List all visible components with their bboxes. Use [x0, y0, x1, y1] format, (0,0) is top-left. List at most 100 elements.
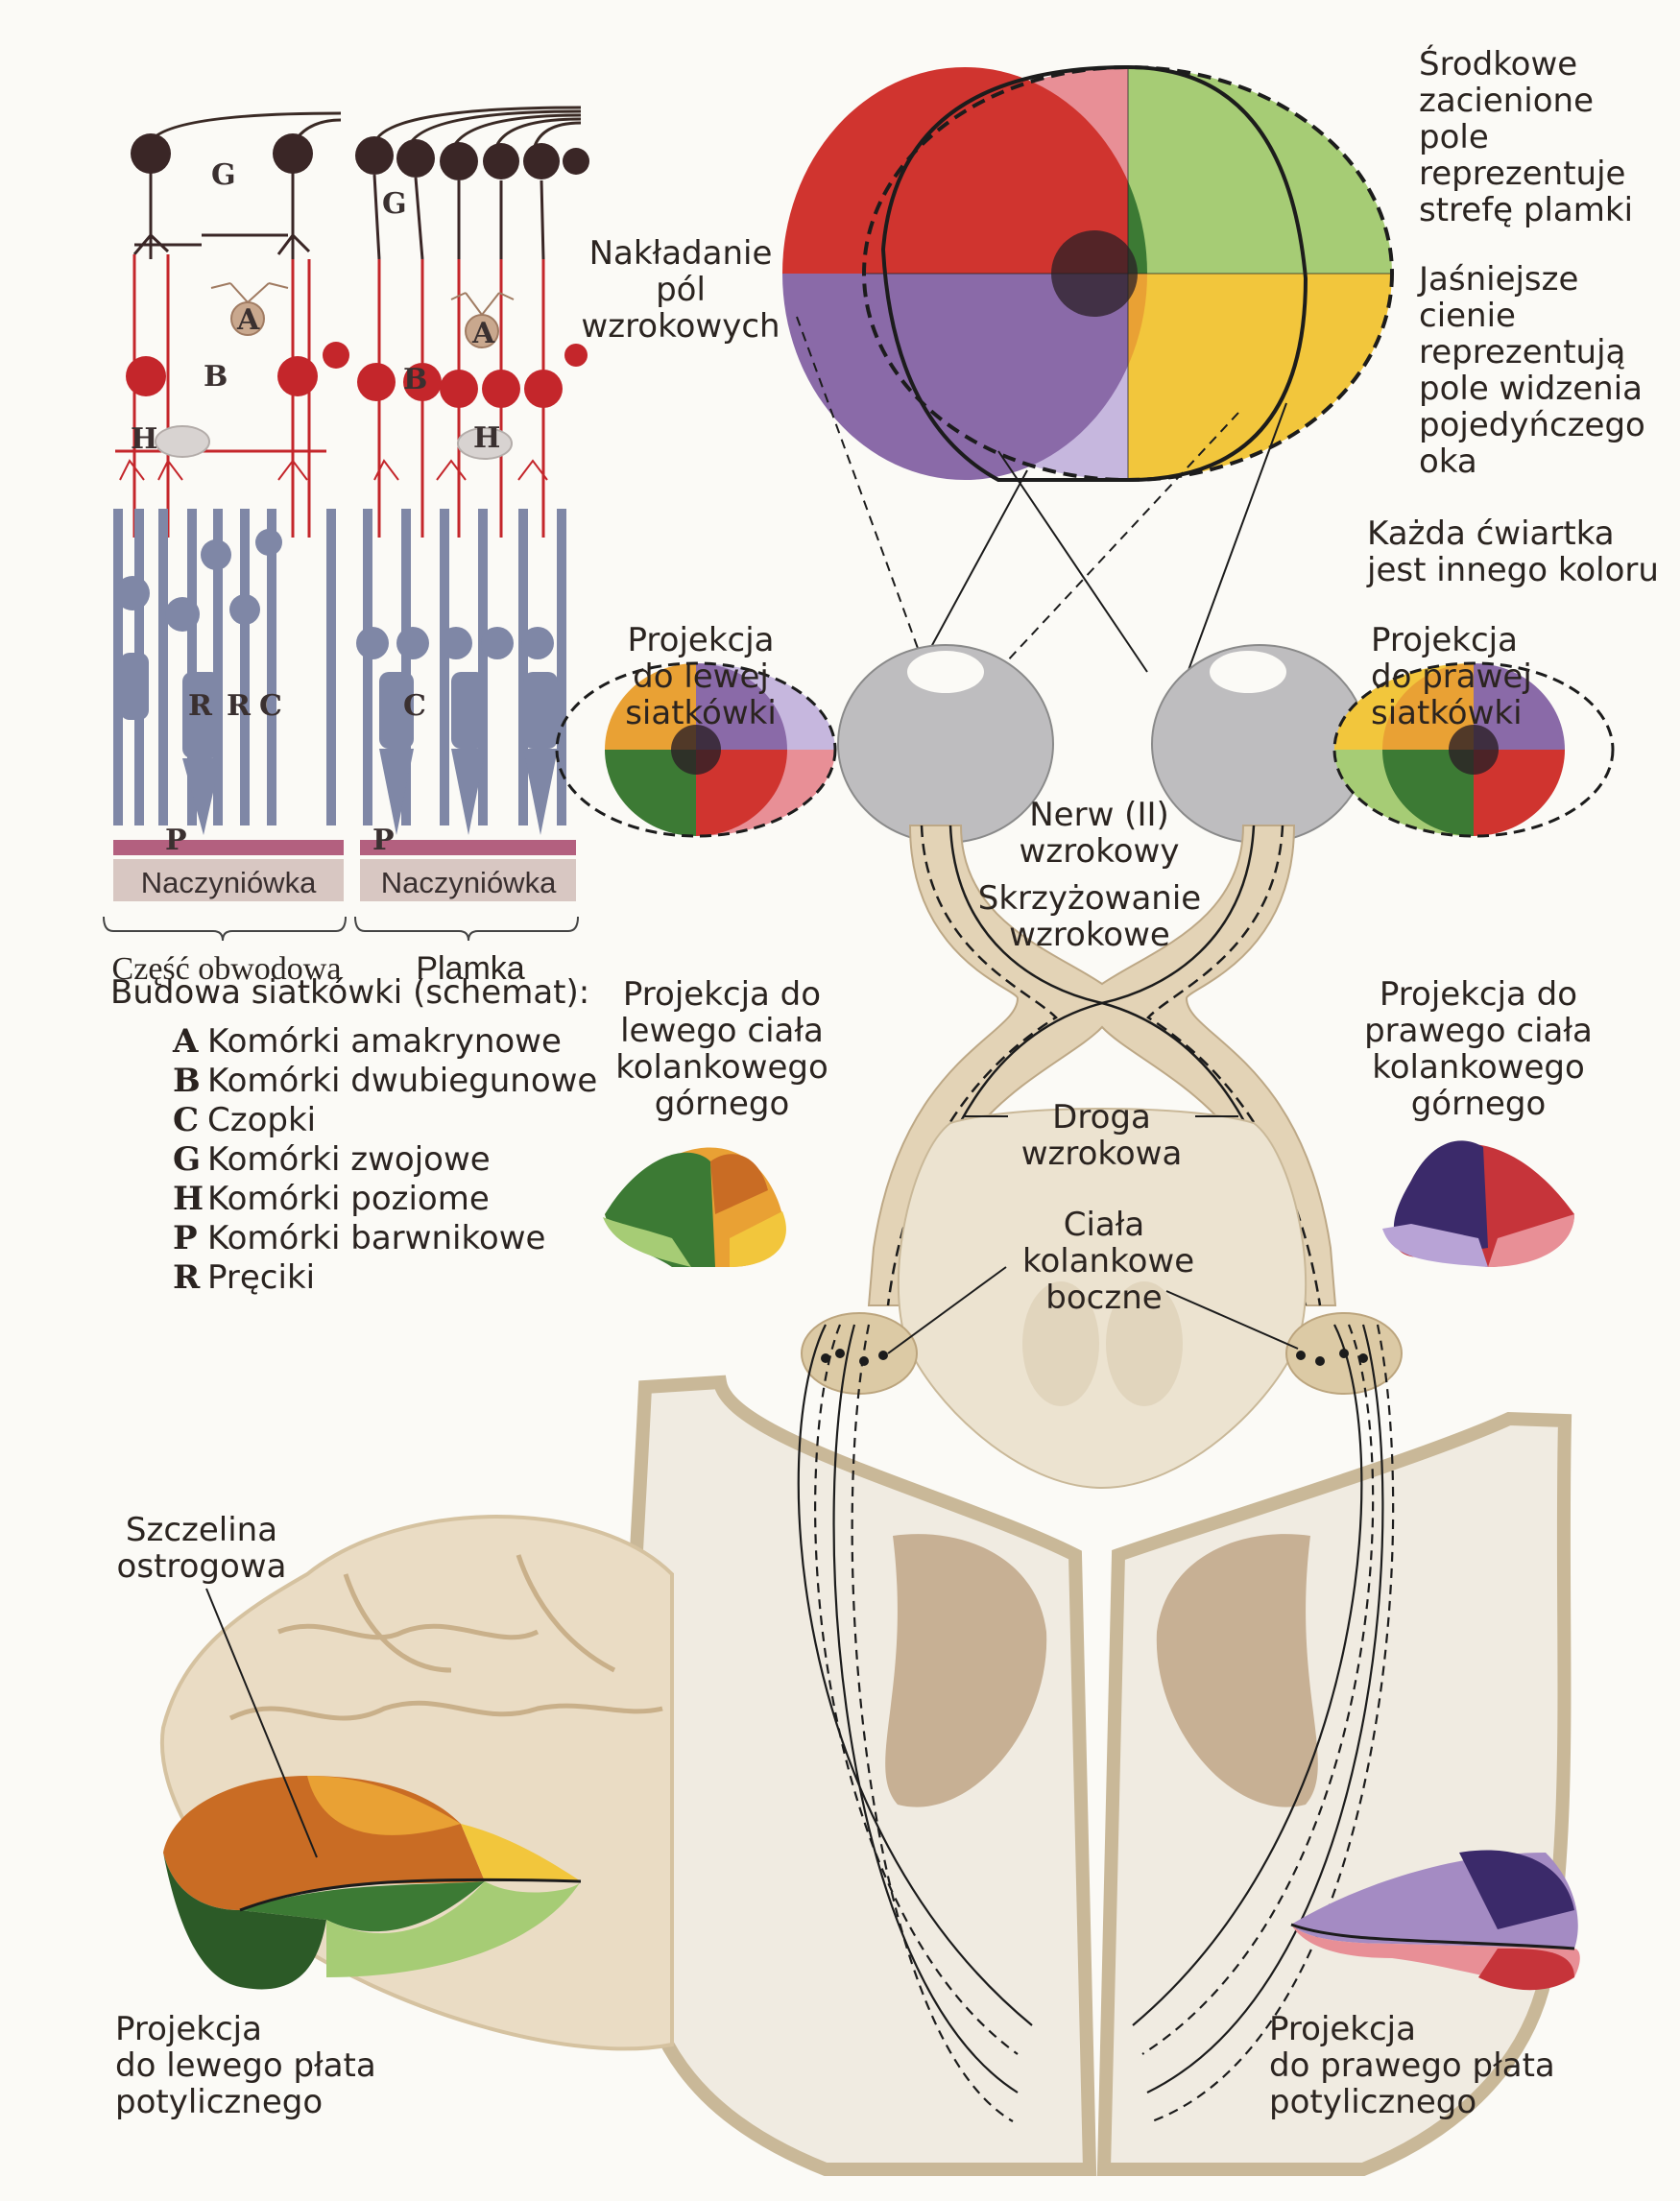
cell-label-a1: A: [236, 303, 260, 337]
cell-label-c2: C: [403, 689, 426, 723]
label-line: boczne: [1045, 1279, 1163, 1317]
label-line: wzrokowe: [1009, 916, 1170, 954]
proj-left-retina-label: Projekcja do lewej siatkówki: [614, 622, 787, 731]
note-line: pole: [1419, 118, 1489, 156]
choroid-label-right: Naczyniówka: [381, 866, 557, 899]
proj-right-retina-label: Projekcja do prawej siatkówki: [1371, 622, 1532, 731]
cell-label-h2: H: [473, 421, 500, 455]
note-line: Każda ćwiartka: [1367, 514, 1615, 553]
note-line: strefę plamki: [1419, 191, 1634, 229]
peripheral-part-label: Część obwodowa: [112, 951, 342, 987]
note-line: oka: [1419, 443, 1477, 481]
note-line: pole widzenia: [1419, 370, 1643, 408]
note-line: zacienione: [1419, 82, 1595, 120]
label-line: do lewego płata: [115, 2046, 376, 2085]
label-line: Projekcja: [627, 621, 775, 659]
right-lgn-projection: [1382, 1140, 1574, 1267]
cell-label-g1: G: [211, 158, 236, 192]
legend-key: G: [173, 1140, 202, 1179]
legend-text: Komórki zwojowe: [207, 1140, 491, 1179]
proj-right-occipital-label: Projekcja do prawego płata potylicznego: [1269, 2011, 1555, 2120]
cell-label-a2: A: [471, 317, 495, 350]
cell-label-b2: B: [403, 363, 427, 396]
note-line: jest innego koloru: [1367, 551, 1659, 589]
legend-text: Pręciki: [207, 1258, 316, 1297]
cell-label-p1: P: [165, 824, 187, 857]
choroid-label-left: Naczyniówka: [141, 866, 317, 899]
cell-label-c1: C: [259, 689, 282, 723]
note-line: Środkowe: [1419, 45, 1578, 84]
label-line: Droga: [1052, 1098, 1151, 1136]
note-line: pojedyńczego: [1419, 406, 1645, 444]
label-line: siatkówki: [625, 694, 777, 732]
right-retina-projection: [1332, 661, 1615, 838]
label-line: Nerw (II): [1029, 796, 1169, 834]
legend-key: P: [173, 1219, 198, 1257]
cell-label-r1: R: [188, 689, 213, 723]
label-line: do prawej: [1371, 658, 1532, 696]
note-line: Jaśniejsze: [1419, 260, 1579, 299]
label-line: Projekcja: [1371, 621, 1518, 659]
label-line: lewego ciała: [620, 1012, 824, 1050]
legend-text: Komórki dwubiegunowe: [207, 1062, 598, 1100]
legend-key: R: [173, 1258, 201, 1297]
label-line: Projekcja: [115, 2010, 262, 2048]
legend-key: A: [173, 1022, 199, 1061]
lgn-label: Ciała kolankowe boczne: [1022, 1206, 1195, 1317]
legend-key: B: [173, 1062, 201, 1100]
occipital-sections: [621, 1324, 1572, 2176]
label-line: prawego ciała: [1364, 1012, 1593, 1050]
left-hemisphere: [159, 1515, 674, 2051]
cell-label-r2: R: [227, 689, 252, 723]
proj-right-lgn-label: Projekcja do prawego ciała kolankowego g…: [1363, 976, 1594, 1122]
left-lgn-projection: [603, 1147, 786, 1267]
macula-label: Plamka: [416, 950, 524, 987]
note-line: reprezentują: [1419, 333, 1626, 371]
label-line: górnego: [654, 1085, 790, 1123]
visual-field-overlap: [782, 65, 1394, 482]
legend-text: Komórki poziome: [207, 1180, 490, 1218]
label-line: kolankowe: [1022, 1242, 1195, 1280]
label-line: siatkówki: [1371, 694, 1523, 732]
legend-title: Budowa siatkówki (schemat):: [110, 973, 590, 1012]
retina-schematic: G G A A B B H H R R C C P P Naczyniówka …: [103, 106, 589, 987]
label-line: kolankowego: [1372, 1048, 1585, 1087]
label-line: wzrokowy: [1019, 832, 1180, 871]
cell-label-h1: H: [131, 422, 157, 456]
label-line: Ciała: [1063, 1206, 1145, 1244]
proj-left-lgn-label: Projekcja do lewego ciała kolankowego gó…: [607, 976, 837, 1122]
legend-text: Komórki barwnikowe: [207, 1219, 546, 1257]
right-occipital-projection: [1290, 1850, 1580, 1991]
label-line: ostrogowa: [116, 1547, 287, 1586]
label-line: Skrzyżowanie: [977, 879, 1202, 918]
cell-label-b1: B: [204, 360, 228, 394]
lighter-shades-note: Jaśniejsze cienie reprezentują pole widz…: [1419, 261, 1645, 480]
note-line: reprezentuje: [1419, 155, 1626, 193]
label-line: do lewej: [633, 658, 769, 696]
calcarine-label: Szczelina ostrogowa: [106, 1512, 298, 1585]
right-eye: [1151, 644, 1368, 844]
optic-tract-label: Droga wzrokowa: [1008, 1099, 1195, 1172]
overlap-label: Nakładanie pól wzrokowych: [580, 235, 781, 345]
label-line: potylicznego: [115, 2083, 324, 2121]
label-line: wzrokowych: [581, 307, 780, 346]
label-line: potylicznego: [1269, 2083, 1477, 2121]
chiasm-label: Skrzyżowanie wzrokowe: [970, 880, 1210, 953]
legend-key: C: [173, 1101, 200, 1139]
label-line: Nakładanie: [588, 234, 773, 273]
legend-text: Czopki: [207, 1101, 317, 1139]
midbrain: [801, 1108, 1403, 1490]
label-line: do prawego płata: [1269, 2046, 1555, 2085]
note-line: cienie: [1419, 297, 1516, 335]
label-line: pól: [656, 271, 706, 309]
label-line: górnego: [1410, 1085, 1547, 1123]
legend-text: Komórki amakrynowe: [207, 1022, 562, 1061]
